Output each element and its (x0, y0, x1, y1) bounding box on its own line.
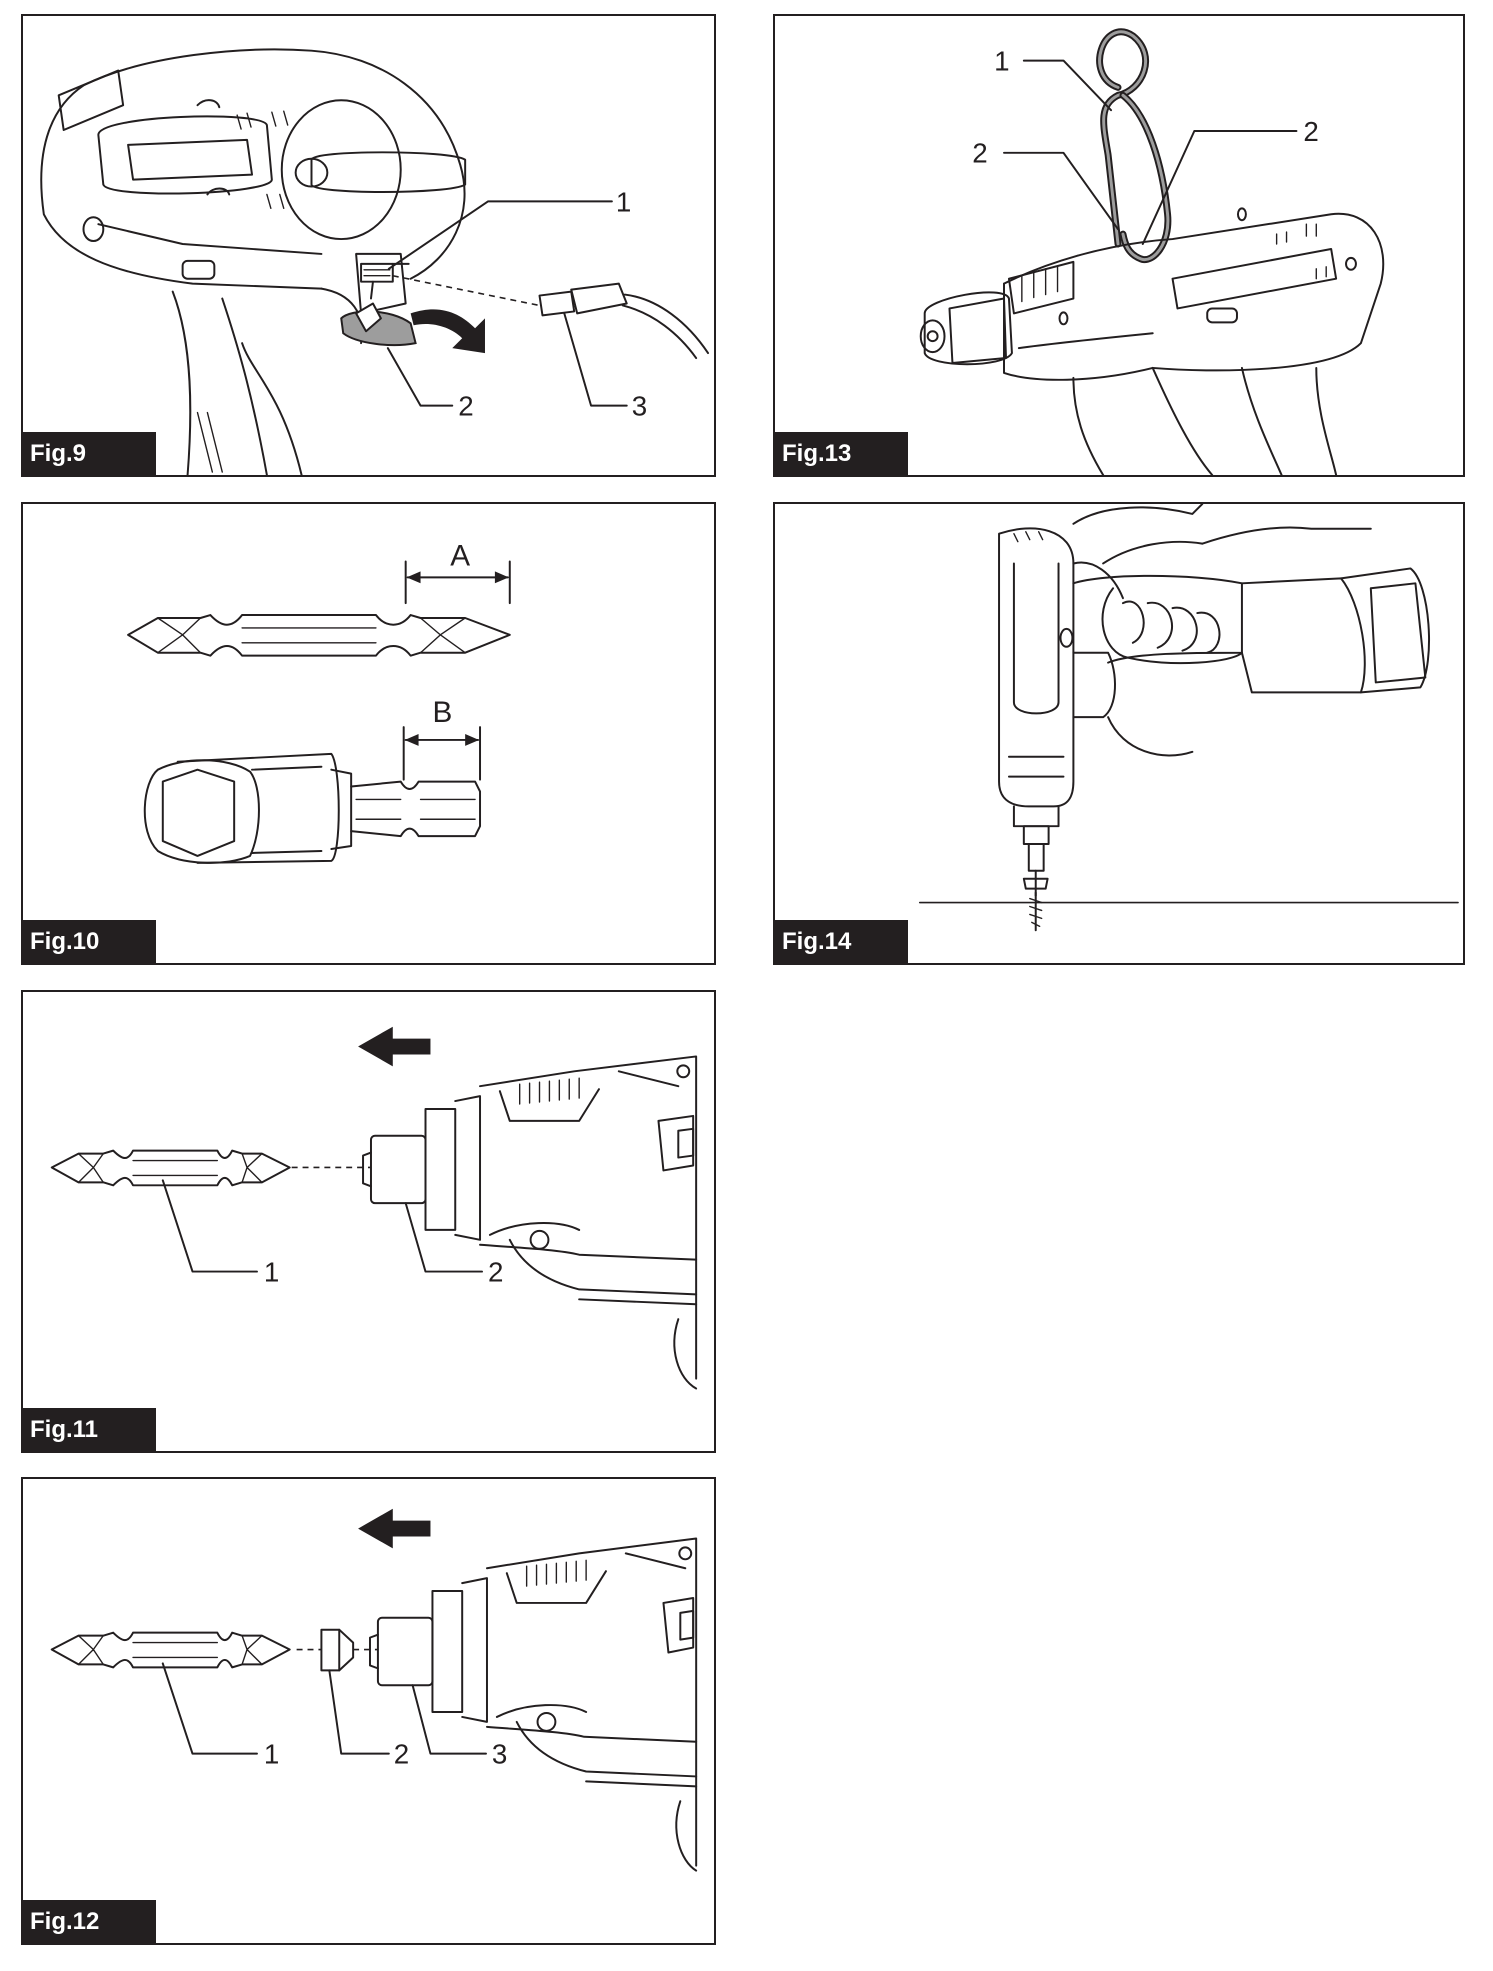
fig12-callout-2: 2 (394, 1739, 409, 1770)
fig9-callout-1: 1 (616, 186, 631, 217)
fig13-callout-2a: 2 (972, 138, 987, 169)
fig11-callout-1: 1 (264, 1256, 279, 1287)
fig9-illustration: 1 2 3 (40, 48, 710, 475)
figure-panel-fig10: A B Fig.10 (21, 502, 716, 965)
fig9-label: Fig.9 (23, 432, 156, 475)
fig14-illustration (918, 504, 1459, 932)
fig9-callout-2: 2 (458, 391, 473, 422)
fig13-callout-1: 1 (994, 46, 1009, 77)
fig13-label: Fig.13 (775, 432, 908, 475)
fig14-label: Fig.14 (775, 920, 908, 963)
fig10-dim-a: A (450, 539, 470, 572)
fig11-callout-2: 2 (488, 1256, 503, 1287)
figure-panel-fig9: 1 2 3 Fig.9 (21, 14, 716, 477)
fig11-illustration: 1 2 (50, 1026, 698, 1390)
fig10-illustration: A B (127, 539, 511, 864)
fig9-callout-3: 3 (632, 391, 647, 422)
figure-panel-fig12: 1 2 3 Fig.12 (21, 1477, 716, 1945)
fig12-illustration: 1 2 3 (50, 1508, 698, 1872)
fig11-label: Fig.11 (23, 1408, 156, 1451)
fig10-label: Fig.10 (23, 920, 156, 963)
fig12-callout-1: 1 (264, 1739, 279, 1770)
fig12-label: Fig.12 (23, 1900, 156, 1943)
fig10-dim-b: B (432, 696, 452, 729)
figure-panel-fig11: 1 2 Fig.11 (21, 990, 716, 1453)
fig13-callout-2b: 2 (1303, 116, 1318, 147)
figure-panel-fig14: Fig.14 (773, 502, 1465, 965)
fig12-callout-3: 3 (492, 1739, 507, 1770)
fig13-illustration: 1 2 2 (919, 28, 1385, 475)
figure-panel-fig13: 1 2 2 Fig.13 (773, 14, 1465, 477)
